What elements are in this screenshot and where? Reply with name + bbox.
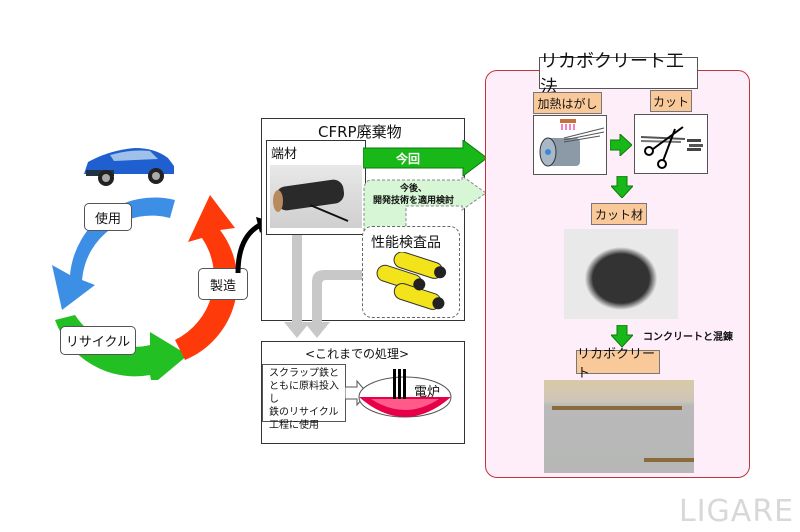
current-arrow	[363, 140, 488, 176]
heat-peel-label: 加熱はがし	[533, 92, 602, 114]
cut-label: カット	[650, 90, 692, 112]
current-arrow-label: 今回	[396, 152, 421, 166]
cut-material-label: カット材	[591, 203, 647, 225]
note-line: ともに原料投入し	[269, 381, 339, 405]
note-line: 鉄のリサイクル	[269, 407, 339, 418]
heat-peel-image	[533, 115, 607, 175]
mix-label: コンクリートと混錬	[643, 332, 733, 343]
heat-to-cut-arrow	[610, 134, 632, 156]
use-arrow	[52, 197, 175, 310]
disposal-arrows	[284, 230, 362, 338]
watermark: LIGARE	[679, 494, 795, 529]
scrap-label: 端材	[271, 147, 298, 162]
inspection-rolls-image	[376, 252, 447, 310]
furnace-label: 電炉	[414, 385, 441, 400]
electric-furnace-diagram	[345, 369, 452, 418]
use-label: 使用	[84, 203, 132, 231]
future-arrow	[363, 176, 487, 237]
cut-material-photo	[564, 229, 678, 319]
recabocrete-title: リカボクリート工法	[539, 51, 698, 98]
previous-note: スクラップ鉄と ともに原料投入し 鉄のリサイクル 工程に使用	[262, 364, 346, 431]
manufacture-arrow	[175, 195, 238, 360]
cut-image	[634, 114, 708, 174]
inspection-label: 性能検査品	[371, 235, 441, 251]
mix-down-arrow	[611, 325, 633, 347]
future-arrow-line1: 今後、	[400, 184, 428, 194]
car-image	[80, 140, 178, 190]
cfrp-title: CFRP廃棄物	[318, 123, 402, 141]
note-line: スクラップ鉄と	[269, 368, 339, 379]
cut-down-arrow	[611, 176, 633, 198]
note-line: 工程に使用	[269, 420, 319, 431]
scrap-photo	[270, 165, 362, 228]
product-label: リカボクリート	[576, 347, 660, 381]
recabocrete-photo	[544, 380, 694, 473]
manufacture-label: 製造	[198, 268, 248, 300]
recycle-label: リサイクル	[60, 326, 136, 355]
future-arrow-line2: 開発技術を適用検討	[373, 196, 455, 206]
previous-title: <これまでの処理>	[305, 347, 410, 361]
